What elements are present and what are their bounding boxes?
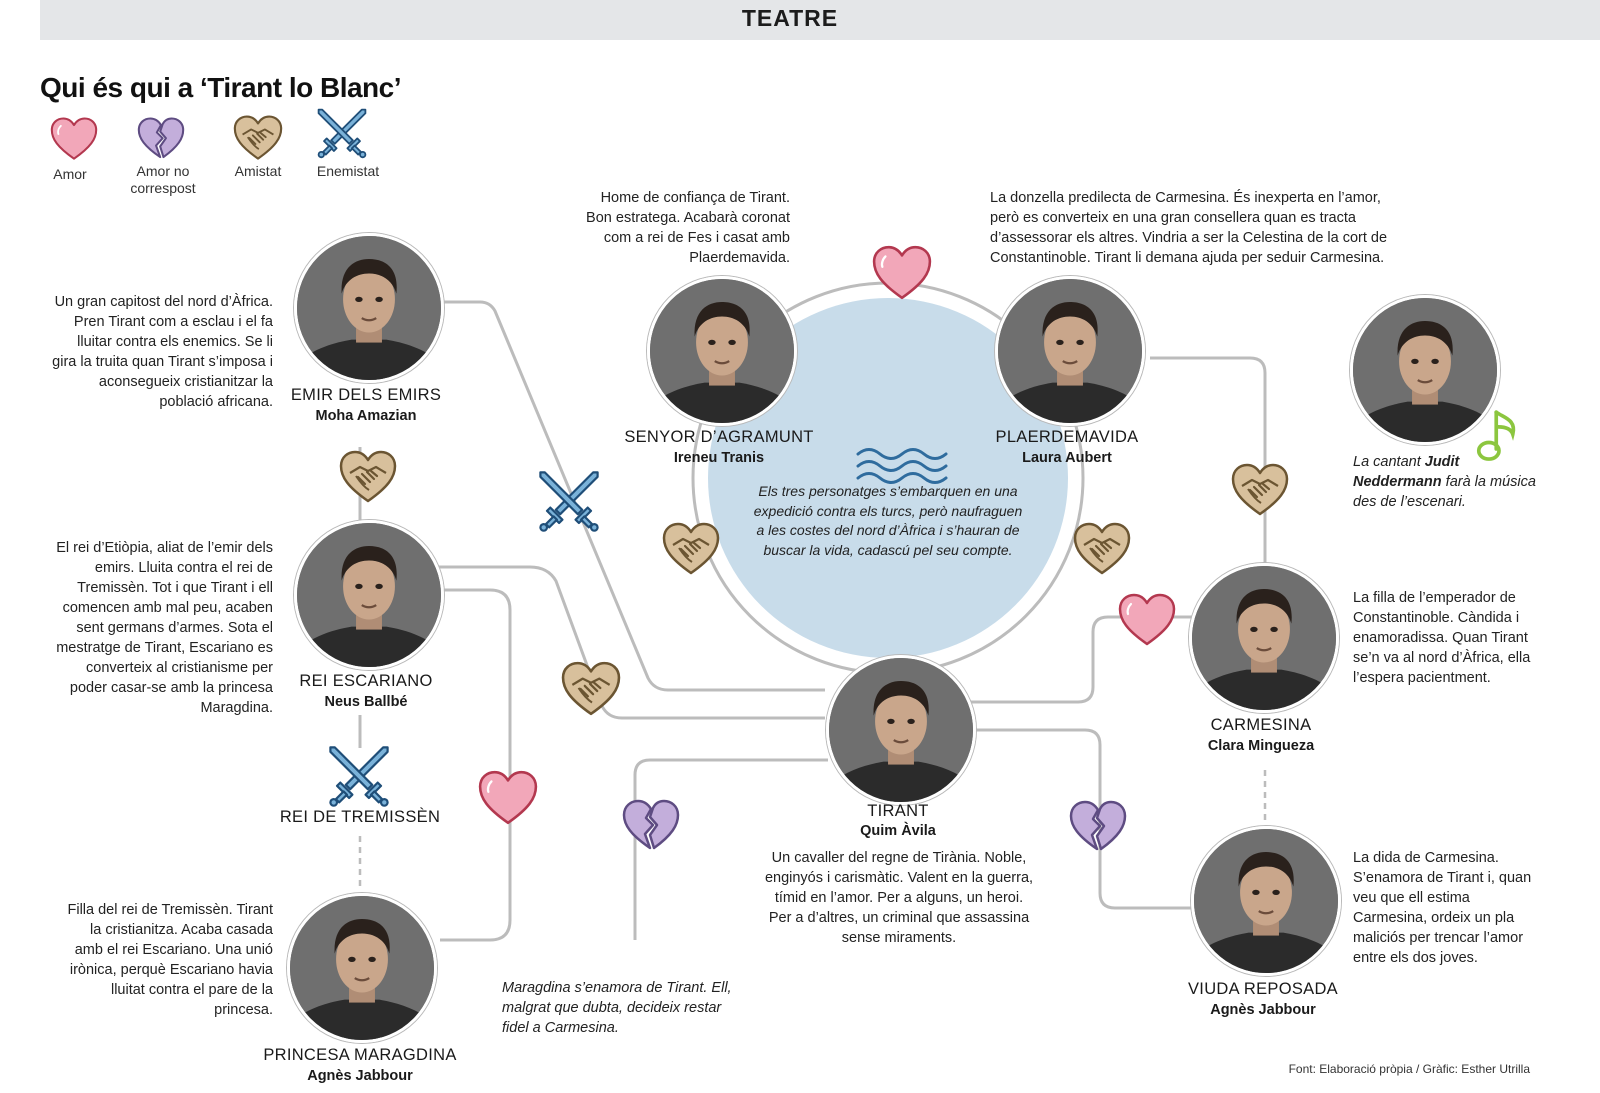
char-name-maragdina: PRINCESA MARAGDINA: [263, 1046, 457, 1064]
crossed-swords-icon: [326, 743, 392, 809]
portrait-plaerdemavida: [995, 276, 1145, 426]
expedition-circle: [708, 298, 1068, 658]
line-plaerdemavida-carmesina: [1150, 356, 1267, 563]
char-name-escariano: REI ESCARIANO: [299, 672, 433, 690]
desc-plaerdemavida: La donzella predilecta de Carmesina. És …: [990, 190, 1388, 266]
portrait-singer: [1350, 295, 1500, 445]
portrait-carmesina: [1189, 563, 1339, 713]
desc-tirant: Un cavaller del regne de Tirània. Noble,…: [764, 850, 1034, 946]
line-escariano-tirant: [430, 565, 825, 720]
actor-emir: Moha Amazian: [315, 408, 417, 424]
handshake-heart-icon: [660, 521, 722, 577]
legend-label-enmity: Enemistat: [316, 163, 380, 179]
actor-carmesina: Clara Mingueza: [1207, 738, 1315, 754]
char-name-carmesina: CARMESINA: [1210, 716, 1312, 734]
char-name-tirant: TIRANT: [867, 802, 929, 820]
crossed-swords-icon: [536, 468, 602, 534]
broken-heart-icon: [619, 798, 683, 854]
actor-escariano: Neus Ballbé: [324, 694, 408, 710]
portrait-tirant: [826, 655, 976, 805]
waves-icon: [856, 448, 948, 484]
desc-carmesina: La filla de l’emperador de Constantinobl…: [1353, 590, 1531, 686]
portrait-viuda-reposada: [1191, 826, 1341, 976]
heart-icon: [477, 769, 539, 827]
line-escariano-maragdina: [430, 588, 512, 942]
legend-label-friendship: Amistat: [234, 163, 282, 179]
desc-reposada: La dida de Carmesina. S’enamora de Tiran…: [1353, 850, 1532, 966]
line-tirant-carmesina: [950, 615, 1192, 704]
actor-reposada: Agnès Jabbour: [1210, 1002, 1316, 1018]
portrait-rei-escariano: [294, 520, 444, 670]
desc-emir: Un gran capitost del nord d’Àfrica. Pren…: [52, 294, 273, 410]
singer-note-suffix: farà la música des de l’escenari.: [1353, 474, 1536, 510]
desc-maragdina: Filla del rei de Tremissèn. Tirant la cr…: [67, 902, 274, 1018]
actor-plaerdemavida: Laura Aubert: [1022, 450, 1112, 466]
singer-name: Judit Neddermann: [1353, 454, 1460, 490]
actor-tirant: Quim Àvila: [860, 823, 936, 839]
heart-icon: [871, 244, 933, 302]
section-label: TEATRE: [741, 5, 839, 31]
char-name-reposada: VIUDA REPOSADA: [1188, 980, 1338, 998]
maragdina-note: Maragdina s’enamora de Tirant. Ell, malg…: [502, 980, 732, 1036]
portrait-emir-dels-emirs: [294, 233, 444, 383]
portrait-princesa-maragdina: [287, 893, 437, 1043]
handshake-heart-icon: [1229, 462, 1291, 518]
heart-icon: [1116, 592, 1178, 648]
char-name-tremissen: REI DE TREMISSÈN: [279, 808, 441, 826]
source-credit: Font: Elaboració pròpia / Gràfic: Esther…: [1288, 1062, 1530, 1076]
section-header-bar: [40, 0, 1600, 40]
broken-heart-icon: [1066, 799, 1130, 855]
handshake-heart-icon: [337, 449, 399, 505]
char-name-emir: EMIR DELS EMIRS: [290, 386, 442, 404]
char-name-plaerdemavida: PLAERDEMAVIDA: [995, 428, 1139, 446]
expedition-text: Els tres personatges s’embarquen en una …: [753, 483, 1023, 558]
singer-note-prefix: La cantant: [1353, 454, 1425, 470]
page-title: Qui és qui a ‘Tirant lo Blanc’: [40, 72, 402, 103]
actor-maragdina: Agnès Jabbour: [307, 1068, 413, 1084]
char-name-agramunt: SENYOR D’AGRAMUNT: [624, 428, 814, 446]
legend-label-unrequited: Amor no correspost: [130, 163, 196, 196]
handshake-heart-icon: [559, 660, 623, 718]
portrait-senyor-agramunt: [647, 276, 797, 426]
actor-agramunt: Ireneu Tranis: [673, 450, 765, 466]
desc-escariano: El rei d’Etiòpia, aliat de l’emir dels e…: [56, 540, 273, 716]
line-tirant-maragdina: [633, 758, 828, 940]
desc-agramunt: Home de confiança de Tirant. Bon estrate…: [586, 190, 790, 266]
singer-note: La cantant Judit Neddermann farà la músi…: [1353, 452, 1543, 512]
handshake-heart-icon: [1071, 521, 1133, 577]
legend-label-love: Amor: [53, 166, 87, 182]
